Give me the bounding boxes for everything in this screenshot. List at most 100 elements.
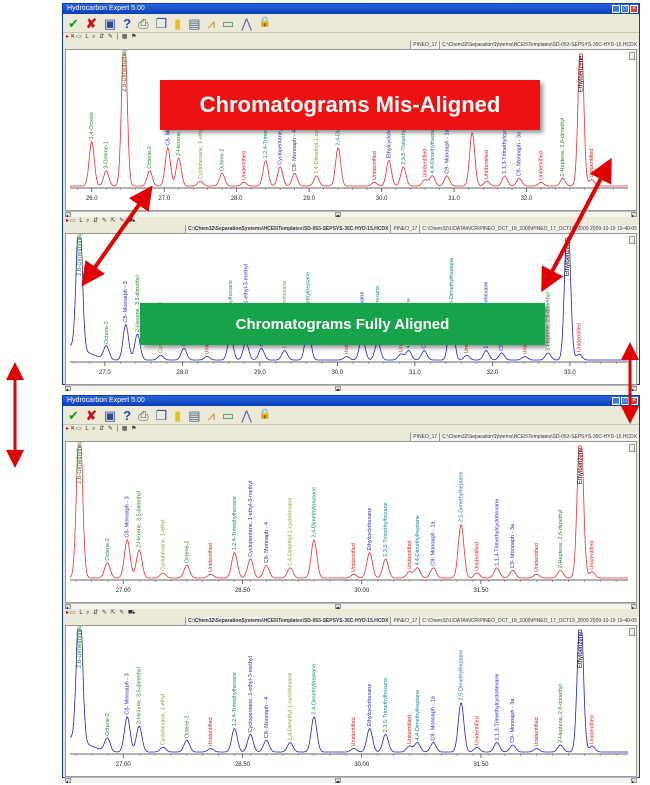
peak-label[interactable]: 1,2,4-Trimethylhexane bbox=[263, 104, 269, 159]
peak-label[interactable]: C9- Monoaph - 1a bbox=[431, 695, 437, 740]
horizontal-scrollbar[interactable]: ◂◂▸▸ bbox=[65, 603, 637, 610]
peak-label[interactable]: Unidentified bbox=[484, 150, 490, 179]
peak-label[interactable]: Octene-2 bbox=[220, 149, 226, 172]
help-icon[interactable]: ? bbox=[123, 407, 132, 423]
minimize-button[interactable]: _ bbox=[612, 5, 620, 13]
peak-label[interactable]: 2,6-Dimethylheptane-1 bbox=[77, 442, 83, 484]
peak-label[interactable]: Octene-2 bbox=[105, 713, 111, 736]
print-icon[interactable]: ⎙ bbox=[138, 15, 149, 31]
peak-label[interactable]: 4,4-Dimethylheptane bbox=[415, 515, 421, 566]
peak-label[interactable]: Cyclohexane, 1-ethyl bbox=[160, 694, 166, 745]
print-icon[interactable]: ⎙ bbox=[138, 407, 149, 423]
monitor-icon[interactable]: ▤ bbox=[188, 15, 201, 31]
chart-icon[interactable]: ⩘ bbox=[207, 407, 215, 423]
close-button[interactable]: × bbox=[630, 397, 638, 405]
peak-label[interactable]: 2,4-Dimethylheptane bbox=[311, 664, 317, 715]
maximize-button[interactable]: □ bbox=[621, 397, 629, 405]
peak-label[interactable]: 2-Hexene, 3,5-dimethyl bbox=[135, 275, 141, 332]
peak-label[interactable]: 2,3,5-Trimethylhexane bbox=[383, 678, 389, 733]
peak-label[interactable]: Ethylcyclohexane bbox=[386, 116, 392, 159]
cancel-icon[interactable]: ✘ bbox=[85, 407, 97, 423]
peak-label[interactable]: Cyclohexane, 1-ethyl bbox=[160, 520, 166, 571]
chromatogram-icon[interactable]: ⋀ bbox=[241, 15, 252, 31]
peak-label[interactable]: 2,3,5-Trimethylhexane bbox=[401, 110, 407, 165]
peak-label[interactable]: 2,6-Dimethylheptane-1 bbox=[77, 234, 83, 276]
peak-label[interactable]: 2,4-Dimethylheptane bbox=[311, 487, 317, 538]
peak-label[interactable]: Ethylcyclohexane bbox=[367, 508, 373, 551]
lock-icon[interactable]: 🔒 bbox=[258, 17, 272, 28]
peak-label[interactable]: 2-Heptene, 2,6-dimethyl bbox=[558, 510, 564, 569]
peak-label[interactable]: 1,1,3-Trimethylcyclohexane bbox=[494, 673, 500, 740]
peak-label[interactable]: C9- Monoaph - 1a bbox=[444, 128, 450, 173]
peak-label[interactable]: Octene-2 bbox=[105, 538, 111, 561]
maximize-button[interactable]: □ bbox=[621, 5, 629, 13]
peak-label[interactable]: C8- Monoaph - 3 bbox=[125, 496, 131, 537]
copy-icon[interactable]: ❐ bbox=[155, 15, 168, 31]
peak-label[interactable]: Cyclopentane, 1-ethyl-3-methyl bbox=[248, 656, 254, 732]
peak-label[interactable]: Octene-2 bbox=[104, 321, 110, 344]
check-icon[interactable]: ✔ bbox=[68, 15, 79, 31]
peak-label[interactable]: Unidentified bbox=[577, 323, 583, 352]
peak-label[interactable]: 2,6-Dimethylheptane-1 bbox=[77, 626, 83, 668]
peak-label[interactable]: 1,2,4-Trimethylhexane bbox=[232, 672, 238, 727]
panel2-toolbar[interactable]: ▸▭ L ⌕ ⇵ ✎ ⇱ ✎ ⛟ bbox=[66, 610, 137, 616]
lock-icon[interactable]: 🔒 bbox=[258, 409, 272, 420]
vertical-scrollbar[interactable] bbox=[629, 52, 635, 60]
vertical-scrollbar[interactable] bbox=[629, 236, 635, 244]
peak-label[interactable]: C8- Monoaph - 3 bbox=[123, 281, 129, 322]
folder-icon[interactable]: ▮ bbox=[174, 15, 182, 31]
peak-label[interactable]: Unidentified bbox=[423, 149, 429, 178]
peak-label[interactable]: 1,2,4-Trimethylhexane bbox=[232, 496, 238, 551]
peak-label[interactable]: Unidentified bbox=[208, 543, 214, 572]
peak-label[interactable]: Unidentified bbox=[407, 715, 413, 744]
peak-label[interactable]: Cyclopentane, 1-ethyl-3-methyl bbox=[243, 264, 249, 340]
peak-label[interactable]: Unidentified bbox=[351, 543, 357, 572]
save-icon[interactable]: ▣ bbox=[103, 407, 117, 423]
peak-label[interactable]: Unidentified bbox=[372, 151, 378, 180]
peak-label[interactable]: 2,3,5-Trimethylhexane bbox=[383, 502, 389, 557]
peak-label[interactable]: 2-Hexene, 3,5-dimethyl bbox=[137, 667, 143, 724]
peak-label[interactable]: 1,4-Dimethyl-1-cyclohexane bbox=[288, 672, 294, 740]
horizontal-scrollbar[interactable]: ◂◂▸▸ bbox=[65, 385, 637, 392]
peak-label[interactable]: Cyclopentane, 1-ethyl-3-methyl bbox=[248, 481, 254, 557]
peak-label[interactable]: 2,6-Dimethylheptane-1 bbox=[122, 50, 128, 92]
minimize-button[interactable]: _ bbox=[612, 397, 620, 405]
peak-label[interactable]: Ethylcyclohexane bbox=[367, 684, 373, 727]
peak-label[interactable]: C8- Monoaph - 4 bbox=[264, 697, 270, 738]
cancel-icon[interactable]: ✘ bbox=[85, 15, 97, 31]
screen-icon[interactable]: ▭ bbox=[221, 407, 235, 423]
peak-label[interactable]: Ethylbenzene bbox=[578, 447, 584, 484]
peak-label[interactable]: 2,5-Dimethylheptane bbox=[459, 471, 465, 522]
peak-label[interactable]: Unidentified bbox=[241, 151, 247, 180]
peak-label[interactable]: Unidentified bbox=[538, 151, 544, 180]
peak-label[interactable]: Octene-2 bbox=[147, 146, 153, 169]
peak-label[interactable]: 3-Octene-1 bbox=[104, 141, 110, 169]
vertical-scrollbar[interactable] bbox=[629, 628, 635, 636]
peak-label[interactable]: Unidentified bbox=[474, 716, 480, 745]
peak-label[interactable]: C8- Monoaph - 4 bbox=[292, 130, 298, 171]
peak-label[interactable]: C8- Monoaph - 4 bbox=[264, 522, 270, 563]
peak-label[interactable]: 2,4-Dimethylheptane bbox=[305, 272, 311, 323]
peak-label[interactable]: C9- Monoaph - 1a bbox=[431, 520, 437, 565]
peak-label[interactable]: Unidentified bbox=[407, 541, 413, 570]
panel2-toolbar[interactable]: ▸▭ L ⌕ ⇵ ✎ ⇱ ✎ ⛟ bbox=[66, 218, 137, 224]
screen-icon[interactable]: ▭ bbox=[221, 15, 235, 31]
folder-icon[interactable]: ▮ bbox=[174, 407, 182, 423]
panel1-toolbar[interactable]: ▸✕▭ L ⌕ ⇵ ✎ | ▦ ⚑ bbox=[66, 34, 138, 40]
peak-label[interactable]: Unidentified bbox=[590, 541, 596, 570]
peak-label[interactable]: Unidentified bbox=[534, 717, 540, 746]
peak-label[interactable]: Ethylbenzene bbox=[578, 631, 584, 668]
peak-label[interactable]: C9- Monoaph - 3a bbox=[517, 131, 523, 176]
peak-label[interactable]: 4,4-Dimethylheptane bbox=[415, 690, 421, 741]
peak-label[interactable]: 2,5-Dimethylheptane bbox=[449, 258, 455, 309]
vertical-scrollbar[interactable] bbox=[629, 444, 635, 452]
peak-label[interactable]: 2,5-Dimethylheptane bbox=[459, 650, 465, 701]
peak-label[interactable]: Octene-2 bbox=[184, 716, 190, 739]
panel1-toolbar[interactable]: ▸✕▭ L ⌕ ⇵ ✎ | ▦ ⚑ bbox=[66, 426, 138, 432]
peak-label[interactable]: 2-Heptene, 2,6-dimethyl bbox=[546, 292, 552, 351]
help-icon[interactable]: ? bbox=[123, 15, 132, 31]
horizontal-scrollbar[interactable]: ◂◂▸▸ bbox=[65, 211, 637, 218]
